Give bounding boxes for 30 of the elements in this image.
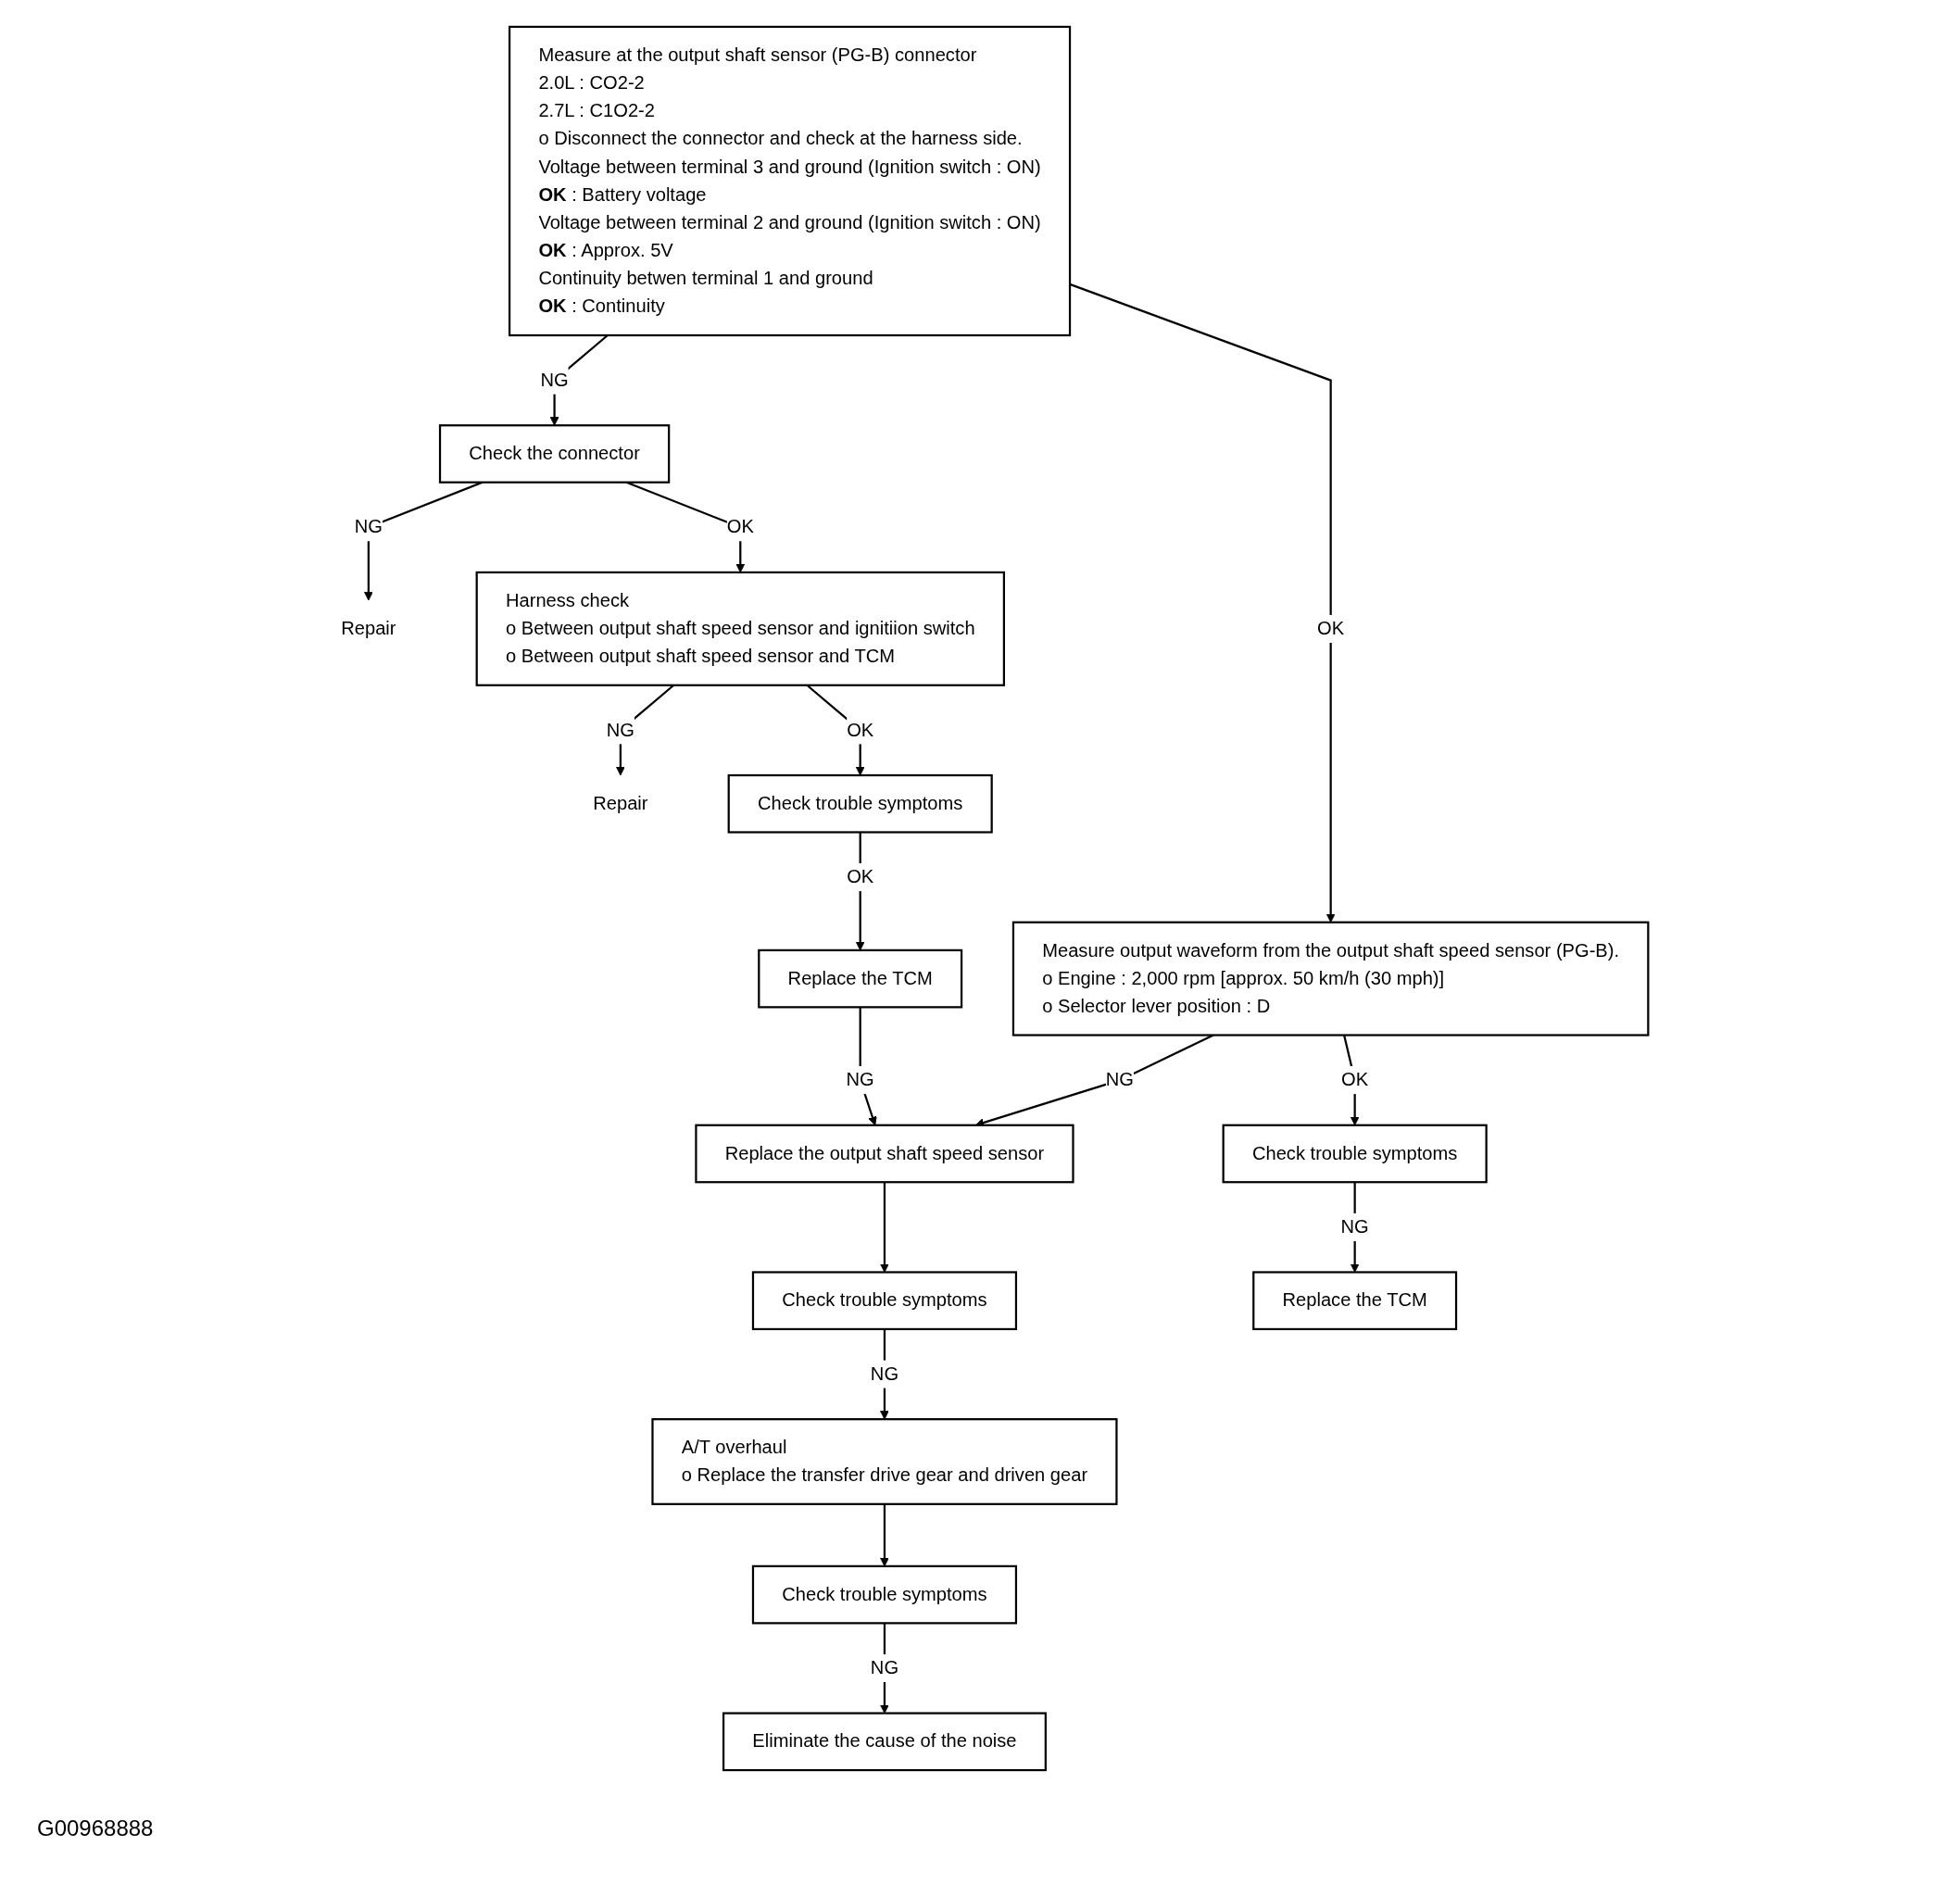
node-box: Check trouble symptoms [1222, 1124, 1488, 1184]
node-text: Repair [593, 793, 648, 814]
edge-label: OK [1316, 618, 1345, 639]
edge-label: OK [846, 719, 874, 740]
node-box: Replace the output shaft speed sensor [695, 1124, 1074, 1184]
edge-label: NG [1105, 1069, 1134, 1090]
node-box: Eliminate the cause of the noise [722, 1712, 1047, 1772]
edge-label: OK [846, 866, 874, 887]
edge-label: NG [1340, 1216, 1369, 1237]
node-box: Measure output waveform from the output shaft speed sensor (PG-B). o Engine : 2,000 rpm [approx. 50 km/h (30 mph)] o Selector lever position : D [1011, 921, 1650, 1036]
arrow [879, 1182, 889, 1273]
node-box: Measure at the output shaft sensor (PG-B) connector 2.0L : CO2-2 2.7L : C1O2-2 o Disconnect the connector and check at the harness side. Voltage between terminal 3 and ground (Ignition switch : ON) OK : Battery voltage Voltage between terminal 2 and ground (Ignition switch : ON) OK : Approx. 5V Continuity betwen terminal 1 and ground OK : Continuity [508, 25, 1071, 337]
edge-label: NG [606, 719, 634, 740]
node-box: Replace the TCM [758, 948, 963, 1009]
edge-label: NG [870, 1363, 898, 1385]
edge-label: OK [726, 516, 754, 537]
edge-label: NG [846, 1069, 874, 1090]
node-box: A/T overhaul o Replace the transfer drive gear and driven gear [651, 1418, 1118, 1505]
edge-label: NG [540, 369, 569, 391]
node-box: Replace the TCM [1252, 1271, 1457, 1331]
edge-label: NG [354, 516, 383, 537]
edge-label: OK [1340, 1069, 1369, 1090]
node-text: Repair [341, 618, 396, 639]
node-box: Harness check o Between output shaft speed sensor and ignitiion switch o Between output shaft speed sensor and TCM [475, 571, 1005, 686]
figure-code: G00968888 [37, 1815, 154, 1841]
node-box: Check trouble symptoms [751, 1564, 1017, 1625]
node-box: Check trouble symptoms [727, 773, 993, 834]
edge-label: NG [870, 1657, 898, 1678]
node-box: Check trouble symptoms [751, 1271, 1017, 1331]
node-box: Check the connector [438, 424, 671, 484]
